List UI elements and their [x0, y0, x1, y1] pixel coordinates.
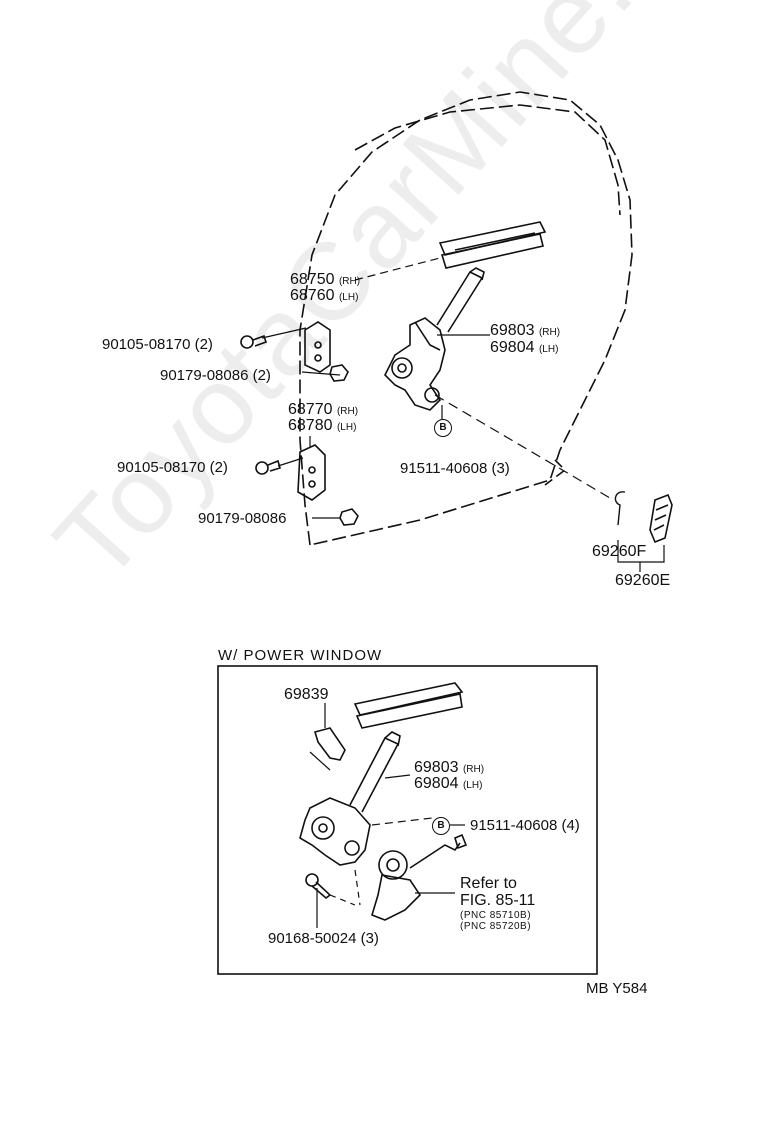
regulator-upper — [384, 267, 485, 411]
door-outline — [299, 91, 633, 546]
label-68760: 68760 (LH) — [290, 287, 359, 304]
regulator-lower — [299, 731, 401, 866]
pnc-line-2: (PNC 85720B) — [460, 921, 532, 932]
label-69803-upper: 69803 (RH) — [490, 322, 561, 339]
handle-69260E — [649, 493, 673, 544]
window-channel-upper — [438, 221, 547, 269]
window-channel-lower — [353, 682, 464, 729]
bracket-upper — [304, 321, 331, 373]
label-69804-upper: 69804 (LH) — [490, 339, 559, 356]
marker-b-upper: B — [434, 419, 452, 437]
refer-line-2: FIG. 85-11 — [460, 892, 536, 909]
label-90179-upper: 90179-08086 (2) — [160, 367, 271, 384]
label-91511-upper: 91511-40608 (3) — [400, 460, 510, 477]
label-69803-lower: 69803 (RH) — [414, 759, 485, 776]
label-90179-lower: 90179-08086 — [198, 510, 287, 527]
label-90105-upper: 90105-08170 (2) — [102, 336, 213, 353]
label-90168: 90168-50024 (3) — [268, 930, 379, 947]
label-90105-lower: 90105-08170 (2) — [117, 459, 228, 476]
nut-lower — [339, 508, 359, 526]
label-69260E: 69260E — [615, 572, 671, 589]
nut-upper — [329, 364, 349, 382]
label-68780: 68780 (LH) — [288, 417, 357, 434]
power-window-box — [217, 665, 598, 975]
label-91511-lower: 91511-40608 (4) — [470, 817, 580, 834]
screw-90168 — [305, 873, 332, 900]
label-68770: 68770 (RH) — [288, 401, 359, 418]
pnc-line-1: (PNC 85710B) — [460, 910, 532, 921]
bolt-lower — [255, 459, 281, 475]
pad-69839 — [313, 727, 346, 761]
refer-line-1: Refer to — [460, 875, 517, 892]
power-window-title: W/ POWER WINDOW — [218, 647, 383, 664]
label-69260F: 69260F — [592, 543, 647, 560]
label-69804-lower: 69804 (LH) — [414, 775, 483, 792]
marker-b-lower: B — [432, 817, 450, 835]
label-69839: 69839 — [284, 686, 329, 703]
clip-69260F — [614, 491, 626, 526]
bracket-lower — [297, 444, 326, 501]
footer-code: MB Y584 — [586, 980, 648, 997]
window-motor — [371, 833, 468, 921]
door-inner-run — [354, 104, 621, 216]
label-68750: 68750 (RH) — [290, 271, 361, 288]
bolt-upper — [240, 334, 268, 349]
